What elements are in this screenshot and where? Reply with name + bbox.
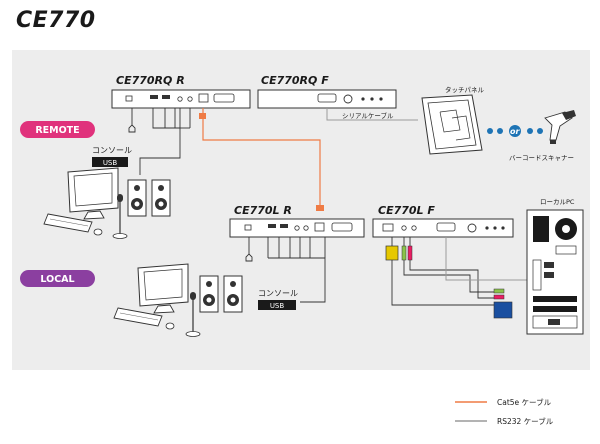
remote-speakers-icon bbox=[127, 179, 171, 217]
label-or: or bbox=[510, 127, 520, 136]
legend-cat5e: Cat5e ケーブル bbox=[497, 397, 552, 407]
device-label-rq-r: CE770RQ R bbox=[116, 74, 185, 87]
svg-text:USB: USB bbox=[103, 159, 118, 167]
svg-text:USB: USB bbox=[270, 302, 285, 310]
remote-monitor-icon bbox=[43, 167, 119, 236]
remote-badge: REMOTE bbox=[20, 121, 95, 138]
label-barcode-scanner: バーコードスキャナー bbox=[509, 154, 574, 162]
label-console-local: コンソール bbox=[258, 289, 298, 298]
barcode-scanner-icon bbox=[544, 110, 576, 144]
usb-badge-local: USB bbox=[258, 300, 296, 310]
local-monitor-icon bbox=[113, 263, 189, 330]
device-label-l-r: CE770L R bbox=[234, 204, 292, 217]
touch-panel-icon bbox=[421, 94, 483, 155]
local-pc-icon bbox=[526, 209, 584, 335]
label-local-pc: ローカルPC bbox=[540, 198, 575, 206]
label-touch-panel: タッチパネル bbox=[445, 85, 485, 94]
device-ce770rq-r bbox=[111, 89, 251, 109]
legend-rs232: RS232 ケーブル bbox=[497, 416, 554, 426]
remote-microphone-icon bbox=[112, 194, 128, 239]
svg-text:REMOTE: REMOTE bbox=[35, 125, 79, 136]
label-console-remote: コンソール bbox=[92, 146, 132, 155]
device-label-l-f: CE770L F bbox=[378, 204, 435, 217]
pc-side-connectors-icon bbox=[493, 288, 513, 319]
legend: Cat5e ケーブル RS232 ケーブル bbox=[455, 397, 554, 426]
svg-text:LOCAL: LOCAL bbox=[40, 274, 74, 285]
local-speakers-icon bbox=[199, 275, 243, 313]
device-ce770rq-f bbox=[257, 89, 397, 109]
rs232-cable bbox=[445, 237, 528, 281]
device-ce770l-f bbox=[372, 218, 514, 238]
local-badge: LOCAL bbox=[20, 270, 95, 287]
usb-badge-remote: USB bbox=[92, 157, 128, 167]
local-microphone-icon bbox=[185, 292, 201, 337]
label-serial-cable: シリアルケーブル bbox=[342, 111, 394, 120]
device-label-rq-f: CE770RQ F bbox=[261, 74, 329, 87]
device-ce770l-r bbox=[229, 218, 365, 238]
page-title: CE770 bbox=[16, 8, 96, 33]
